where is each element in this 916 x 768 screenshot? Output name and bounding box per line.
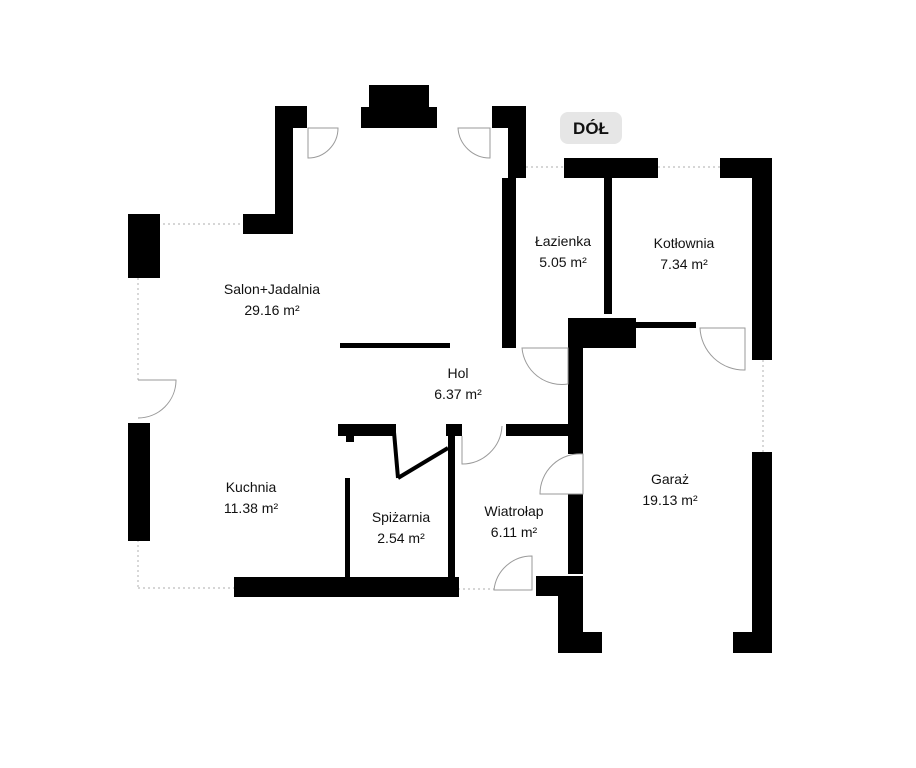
wall-hol-right — [568, 318, 583, 454]
door-salon-left — [137, 379, 177, 419]
wall-pantry-stub — [346, 424, 354, 442]
room-area-hol: 6.37 m² — [434, 386, 482, 402]
room-area-salon: 29.16 m² — [244, 302, 300, 318]
pantry-door — [392, 431, 450, 480]
door-entrance — [493, 555, 533, 591]
floor-label: DÓŁ — [573, 119, 609, 138]
wall-pantry-left — [345, 478, 350, 578]
room-name-garaz: Garaż — [651, 471, 689, 487]
wall-salon-vertical — [275, 106, 293, 234]
wall-kitchen-left — [128, 423, 150, 541]
door-bathroom — [521, 347, 569, 385]
door-garage — [539, 453, 584, 495]
room-name-salon: Salon+Jadalnia — [224, 281, 320, 297]
floor-badge: DÓŁ — [560, 112, 622, 144]
fireplace-base — [361, 107, 437, 128]
room-name-lazienka: Łazienka — [535, 233, 591, 249]
wall-garage-bottom-right — [733, 632, 772, 653]
doors — [137, 127, 746, 591]
wall-garage-bottom-left — [558, 632, 602, 653]
wall-bottom — [234, 577, 459, 597]
wall-boiler-bottom — [636, 322, 696, 328]
windows — [137, 166, 764, 590]
room-name-kotlownia: Kotłownia — [654, 235, 715, 251]
room-name-wiatrolap: Wiatrołap — [484, 503, 543, 519]
wall-garage-left-lower — [558, 576, 583, 632]
wall-bath-left — [508, 106, 526, 178]
room-area-kuchnia: 11.38 m² — [224, 500, 279, 516]
wall-pantry-right — [448, 424, 455, 580]
door-terrace-right — [457, 127, 491, 159]
room-area-kotlownia: 7.34 m² — [660, 256, 708, 272]
room-area-spizarnia: 2.54 m² — [377, 530, 425, 546]
wall-entry-right — [568, 494, 583, 574]
wall-bath-left-lower — [502, 178, 516, 348]
door-vestibule-top — [461, 425, 503, 465]
wall-bath-boiler-divider — [604, 178, 612, 314]
fireplace-top — [369, 85, 429, 110]
room-area-garaz: 19.13 m² — [642, 492, 698, 508]
wall-bath-top — [564, 158, 658, 178]
wall-salon-top — [275, 106, 307, 128]
room-name-hol: Hol — [447, 365, 468, 381]
room-area-wiatrolap: 6.11 m² — [491, 524, 538, 540]
room-name-spizarnia: Spiżarnia — [372, 509, 431, 525]
walls — [128, 85, 772, 653]
wall-hol-divider — [340, 343, 450, 348]
door-boiler — [699, 327, 746, 371]
wall-garage-right — [752, 452, 772, 652]
wall-boiler-right — [752, 158, 772, 360]
room-name-kuchnia: Kuchnia — [226, 479, 277, 495]
wall-hol-bottom — [506, 424, 583, 436]
room-area-lazienka: 5.05 m² — [539, 254, 587, 270]
room-labels: Salon+Jadalnia 29.16 m² Łazienka 5.05 m²… — [224, 233, 715, 546]
wall-left-top — [128, 214, 160, 278]
door-terrace-left — [307, 127, 339, 159]
